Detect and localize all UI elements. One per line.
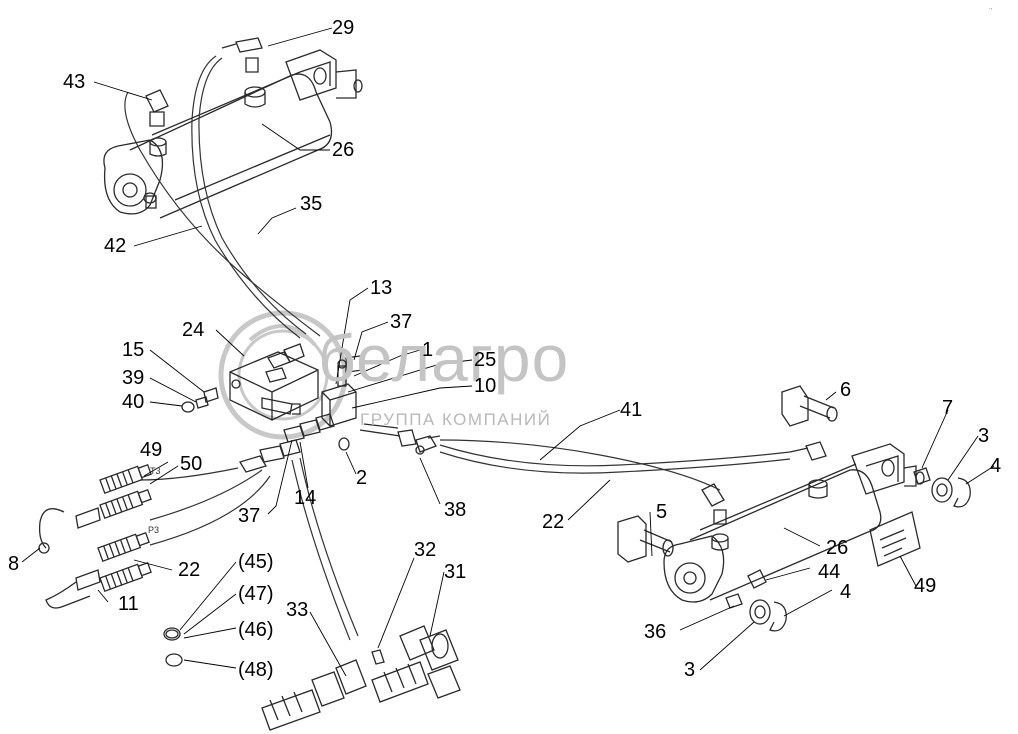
callout-40: 40 [122, 391, 145, 413]
callout-37-top: 37 [390, 311, 413, 333]
callout-11: 11 [118, 593, 139, 615]
bottom-hose-fittings [163, 625, 461, 731]
watermark-logo [218, 310, 348, 440]
callout-42: 42 [104, 235, 127, 257]
callout-29: 29 [332, 17, 355, 39]
callout-22-left: 22 [178, 559, 201, 581]
watermark-brand: белагро [318, 321, 570, 395]
callout-31: 31 [444, 561, 467, 583]
callout-49-right: 49 [914, 575, 937, 597]
callout-14: 14 [294, 487, 317, 509]
callout-4-lower: 4 [840, 581, 852, 603]
hydraulic-hoses [124, 55, 791, 641]
callout-44: 44 [818, 561, 841, 583]
quick-couplers [38, 463, 152, 609]
callout-32: 32 [414, 539, 437, 561]
leader-lines [21, 27, 995, 677]
callout-45: (45) [238, 551, 274, 573]
valve-block [181, 343, 441, 473]
callout-36: 36 [644, 621, 667, 643]
callout-1: 1 [422, 339, 434, 361]
callout-26: 26 [332, 139, 355, 161]
right-hydraulic-cylinder [617, 385, 971, 632]
callout-47: (47) [238, 583, 274, 605]
top-hydraulic-cylinder [103, 37, 363, 219]
callout-33: 33 [286, 599, 309, 621]
callout-3-upper: 3 [978, 425, 990, 447]
callout-4-upper: 4 [990, 455, 1002, 477]
callout-2: 2 [356, 467, 368, 489]
callout-6: 6 [840, 379, 852, 401]
callout-26-lower: 26 [826, 537, 849, 559]
callout-43: 43 [63, 71, 86, 93]
callout-49-left: 49 [140, 439, 163, 461]
callout-22-right: 22 [542, 511, 565, 533]
callout-24: 24 [182, 319, 205, 341]
callout-5: 5 [656, 501, 668, 523]
callout-25: 25 [474, 349, 497, 371]
callout-10: 10 [474, 375, 497, 397]
callout-41: 41 [620, 399, 643, 421]
callout-39: 39 [122, 367, 145, 389]
callout-15: 15 [122, 339, 145, 361]
callout-50: 50 [180, 453, 203, 475]
watermark-subtitle: ГРУППА КОМПАНИЙ [360, 410, 552, 429]
callout-7: 7 [942, 397, 954, 419]
callout-8: 8 [8, 553, 20, 575]
corner-mark: ᷊ ᷊᷊ [990, 4, 992, 10]
callout-46: (46) [238, 619, 274, 641]
callout-48: (48) [238, 659, 274, 681]
callout-13: 13 [370, 277, 393, 299]
callout-35: 35 [300, 193, 323, 215]
connector-tag-p3: P3 [148, 525, 160, 535]
callout-37-bottom: 37 [238, 505, 261, 527]
connector-tag-t3: T3 [150, 466, 161, 476]
callout-38: 38 [444, 499, 467, 521]
callout-3-lower: 3 [684, 659, 696, 681]
